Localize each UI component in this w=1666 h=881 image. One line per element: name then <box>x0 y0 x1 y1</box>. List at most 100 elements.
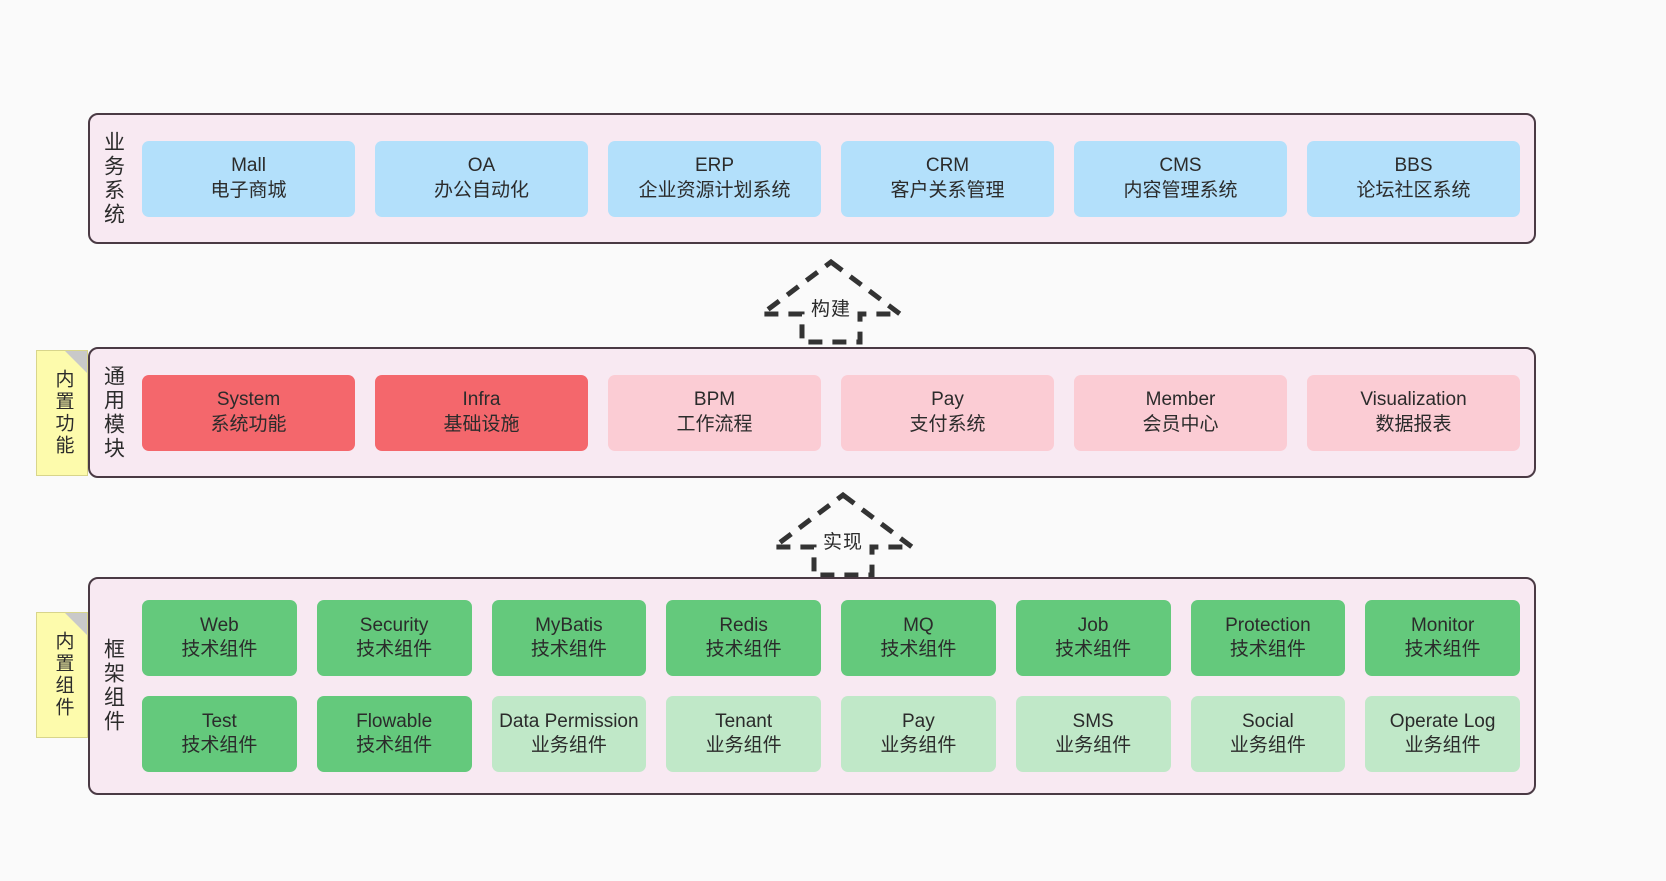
layer-common-module: 通用模块 System 系统功能 Infra 基础设施 BPM 工作流程 Pay… <box>88 347 1536 478</box>
card-subtitle: 业务组件 <box>880 735 957 756</box>
layer-title-common-module: 通用模块 <box>101 364 125 461</box>
card-title: Pay <box>902 710 935 732</box>
card-mall[interactable]: Mall 电子商城 <box>142 140 355 217</box>
arrow-build: 构建 <box>756 256 906 346</box>
card-subtitle: 论坛社区系统 <box>1356 179 1471 201</box>
card-mq[interactable]: MQ 技术组件 <box>841 600 996 676</box>
card-title: MQ <box>903 614 934 636</box>
card-title: Visualization <box>1360 389 1467 411</box>
card-job[interactable]: Job 技术组件 <box>1015 600 1171 676</box>
card-subtitle: 工作流程 <box>676 413 753 435</box>
card-title: Flowable <box>356 710 433 732</box>
card-crm[interactable]: CRM 客户关系管理 <box>841 140 1054 217</box>
card-title: CMS <box>1159 155 1202 177</box>
card-title: System <box>216 389 281 411</box>
card-security[interactable]: Security 技术组件 <box>316 600 472 676</box>
card-pay-business[interactable]: Pay 业务组件 <box>841 696 996 772</box>
card-test[interactable]: Test 技术组件 <box>142 696 297 772</box>
card-infra[interactable]: Infra 基础设施 <box>375 374 588 451</box>
card-visualization[interactable]: Visualization 数据报表 <box>1307 374 1520 451</box>
card-title: Test <box>201 710 237 732</box>
card-subtitle: 办公自动化 <box>433 179 529 201</box>
card-operate-log[interactable]: Operate Log 业务组件 <box>1365 696 1520 772</box>
note-builtin-component: 内置组件 <box>36 612 88 738</box>
card-row: Web 技术组件 Security 技术组件 MyBatis 技术组件 Redi… <box>142 600 1520 676</box>
card-title: Monitor <box>1410 614 1475 636</box>
card-subtitle: 支付系统 <box>909 413 986 435</box>
note-builtin-function: 内置功能 <box>36 350 88 476</box>
card-subtitle: 技术组件 <box>181 639 258 660</box>
layer-framework-component: 框架组件 Web 技术组件 Security 技术组件 MyBatis 技术组件… <box>88 577 1536 795</box>
note-label: 内置功能 <box>52 369 74 457</box>
card-subtitle: 技术组件 <box>1055 639 1132 660</box>
card-title: Social <box>1242 710 1294 732</box>
card-title: Protection <box>1225 614 1311 636</box>
card-subtitle: 技术组件 <box>1229 639 1306 660</box>
arrow-build-label: 构建 <box>810 299 851 320</box>
card-title: Member <box>1145 389 1216 411</box>
card-title: Infra <box>462 389 501 411</box>
card-bbs[interactable]: BBS 论坛社区系统 <box>1307 140 1520 217</box>
layer-business-system: 业务系统 Mall 电子商城 OA 办公自动化 ERP 企业资源计划系统 CRM… <box>88 113 1536 244</box>
card-subtitle: 电子商城 <box>210 179 287 201</box>
card-subtitle: 数据报表 <box>1375 413 1452 435</box>
card-subtitle: 会员中心 <box>1142 413 1219 435</box>
card-flowable[interactable]: Flowable 技术组件 <box>316 696 472 772</box>
card-erp[interactable]: ERP 企业资源计划系统 <box>608 140 821 217</box>
card-subtitle: 技术组件 <box>356 735 433 756</box>
card-protection[interactable]: Protection 技术组件 <box>1190 600 1346 676</box>
card-subtitle: 客户关系管理 <box>890 179 1005 201</box>
layer-body-common-module: System 系统功能 Infra 基础设施 BPM 工作流程 Pay 支付系统… <box>136 349 1534 476</box>
card-title: CRM <box>925 155 970 177</box>
note-label: 内置组件 <box>52 631 74 719</box>
card-title: SMS <box>1072 710 1114 732</box>
card-title: Security <box>359 614 429 636</box>
card-oa[interactable]: OA 办公自动化 <box>375 140 588 217</box>
card-system[interactable]: System 系统功能 <box>142 374 355 451</box>
card-subtitle: 技术组件 <box>530 639 607 660</box>
card-row: Test 技术组件 Flowable 技术组件 Data Permission … <box>142 696 1520 772</box>
card-subtitle: 技术组件 <box>181 735 258 756</box>
card-subtitle: 基础设施 <box>443 413 520 435</box>
card-title: Job <box>1077 614 1109 636</box>
card-subtitle: 业务组件 <box>705 735 782 756</box>
arrow-realize: 实现 <box>768 489 918 579</box>
card-subtitle: 业务组件 <box>1404 735 1481 756</box>
card-subtitle: 内容管理系统 <box>1123 179 1238 201</box>
card-subtitle: 业务组件 <box>1055 735 1132 756</box>
card-title: Redis <box>719 614 768 636</box>
card-subtitle: 业务组件 <box>530 735 607 756</box>
card-subtitle: 企业资源计划系统 <box>638 179 791 201</box>
card-member[interactable]: Member 会员中心 <box>1074 374 1287 451</box>
card-data-permission[interactable]: Data Permission 业务组件 <box>491 696 647 772</box>
layer-title-business-system: 业务系统 <box>101 130 125 227</box>
card-social[interactable]: Social 业务组件 <box>1190 696 1346 772</box>
card-bpm[interactable]: BPM 工作流程 <box>608 374 821 451</box>
card-subtitle: 技术组件 <box>356 639 433 660</box>
layer-body-business-system: Mall 电子商城 OA 办公自动化 ERP 企业资源计划系统 CRM 客户关系… <box>136 115 1534 242</box>
arrow-realize-label: 实现 <box>822 532 863 553</box>
card-tenant[interactable]: Tenant 业务组件 <box>666 696 821 772</box>
card-monitor[interactable]: Monitor 技术组件 <box>1365 600 1520 676</box>
card-sms[interactable]: SMS 业务组件 <box>1015 696 1171 772</box>
card-row: System 系统功能 Infra 基础设施 BPM 工作流程 Pay 支付系统… <box>142 374 1520 451</box>
layer-body-framework-component: Web 技术组件 Security 技术组件 MyBatis 技术组件 Redi… <box>136 579 1534 793</box>
card-cms[interactable]: CMS 内容管理系统 <box>1074 140 1287 217</box>
card-title: OA <box>467 155 496 177</box>
card-title: Data Permission <box>499 710 639 732</box>
card-subtitle: 系统功能 <box>210 413 287 435</box>
card-title: BBS <box>1394 155 1433 177</box>
card-subtitle: 技术组件 <box>880 639 957 660</box>
card-web[interactable]: Web 技术组件 <box>142 600 297 676</box>
card-title: Web <box>200 614 239 636</box>
card-row: Mall 电子商城 OA 办公自动化 ERP 企业资源计划系统 CRM 客户关系… <box>142 140 1520 217</box>
card-mybatis[interactable]: MyBatis 技术组件 <box>491 600 647 676</box>
card-redis[interactable]: Redis 技术组件 <box>666 600 821 676</box>
card-title: BPM <box>693 389 736 411</box>
layer-title-framework-component: 框架组件 <box>101 638 125 734</box>
card-title: MyBatis <box>535 614 603 636</box>
card-title: ERP <box>694 155 735 177</box>
card-title: Mall <box>231 155 266 177</box>
card-pay[interactable]: Pay 支付系统 <box>841 374 1054 451</box>
